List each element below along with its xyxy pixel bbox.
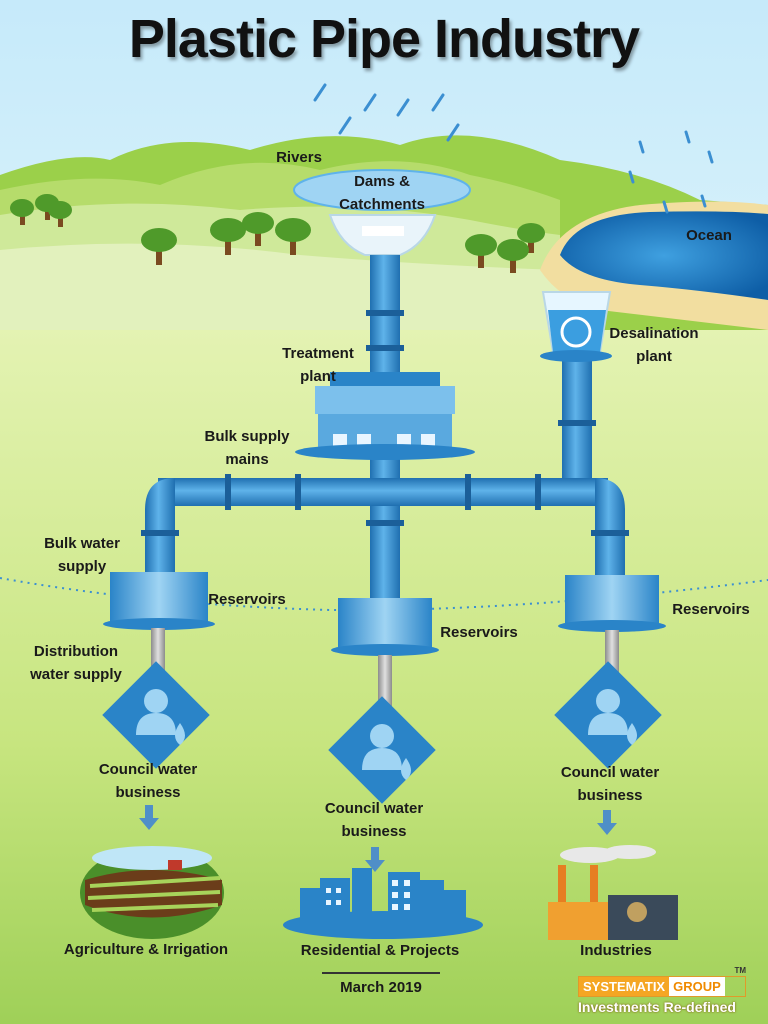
treatment-label-line-2: plant [300,368,336,385]
trees [10,194,545,273]
ocean-label: Ocean [686,227,732,244]
reservoirs-left-label: Reservoirs [208,591,286,608]
page-title: Plastic Pipe Industry [128,9,640,69]
bulk-water-label-line-2: supply [57,558,107,575]
council-icons [102,661,662,804]
reservoirs-right-label: Reservoirs [672,601,750,618]
down-arrows [139,805,617,872]
treatment-plant [295,372,475,460]
residential-label: Residential & Projects [300,942,460,959]
brand-tagline: Investments Re-defined [578,999,736,1015]
agriculture-label: Agriculture & Irrigation [63,941,229,958]
council-center-label: Council water business [312,797,436,843]
dams-label-line-1: Dams & [354,173,410,190]
brand-logo: TM SYSTEMATIX GROUP Investments Re-defin… [578,966,746,1015]
council-left-label: Council water business [86,758,210,804]
brand-name-part-1: SYSTEMATIX [579,977,670,996]
treatment-label: Treatment plant [266,342,370,388]
dam-graphic [293,169,471,256]
agriculture-graphic [80,846,224,939]
distribution-label: Distribution water supply [14,640,138,686]
date-divider [322,972,440,974]
brand-name-part-2: GROUP [669,977,725,996]
bulk-mains-label: Bulk supply mains [190,425,304,471]
distribution-label-line-2: water supply [30,666,122,683]
reservoirs-center-label: Reservoirs [440,624,518,641]
pipe-network [141,255,629,600]
council-right-label-line-2: business [577,787,643,804]
desalination-label-line-2: plant [636,348,672,365]
reservoirs [103,572,666,656]
rivers-label: Rivers [276,149,322,166]
council-center-label-line-1: Council water [324,800,424,817]
trademark-mark: TM [734,966,746,975]
bulk-mains-label-line-2: mains [225,451,269,468]
treatment-label-line-1: Treatment [282,345,354,362]
residential-graphic [283,868,483,939]
rain-drops [313,83,714,214]
industries-label: Industries [580,942,652,959]
dams-label-line-2: Catchments [339,196,425,213]
council-left-label-line-2: business [115,784,181,801]
desalination-plant [540,291,612,362]
council-center-label-line-2: business [341,823,407,840]
council-left-label-line-1: Council water [98,761,198,778]
bulk-water-label: Bulk water supply [24,532,140,578]
council-right-label: Council water business [548,761,672,807]
distribution-label-line-1: Distribution [33,643,119,660]
desalination-label: Desalination plant [598,322,710,368]
bulk-water-label-line-1: Bulk water [44,535,120,552]
dams-label: Dams & Catchments [323,170,441,216]
bulk-mains-label-line-1: Bulk supply [204,428,290,445]
date-label: March 2019 [340,979,422,996]
desalination-label-line-1: Desalination [609,325,699,342]
brand-name-box: SYSTEMATIX GROUP [578,976,746,997]
industries-graphic [548,845,678,940]
council-right-label-line-1: Council water [560,764,660,781]
